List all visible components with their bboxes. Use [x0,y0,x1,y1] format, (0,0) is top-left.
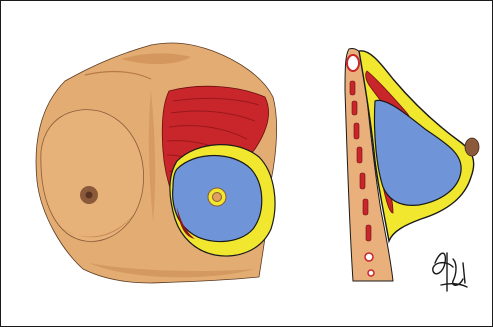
implant-side-nipple [213,193,222,202]
lateral-nipple [465,138,479,156]
lateral-section-view [345,48,479,281]
natural-nipple [86,192,93,199]
artist-signature [433,253,467,291]
frontal-view [36,43,277,283]
